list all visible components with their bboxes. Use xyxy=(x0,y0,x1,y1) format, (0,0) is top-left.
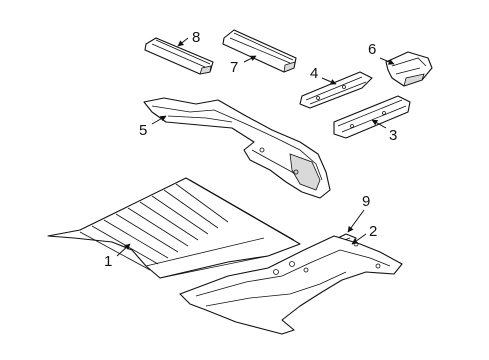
callout-8: 8 xyxy=(192,29,200,46)
part-8-rail xyxy=(144,37,214,75)
leader-4 xyxy=(321,77,337,85)
part-5-side-rail xyxy=(143,97,331,199)
leader-1 xyxy=(116,243,131,257)
part-1-floor-pan xyxy=(47,177,301,279)
part-6-bracket xyxy=(385,51,433,87)
callout-5: 5 xyxy=(139,122,147,139)
callout-7: 7 xyxy=(230,59,238,76)
leader-7 xyxy=(243,55,257,63)
leader-3 xyxy=(371,119,387,129)
leader-8 xyxy=(177,37,189,47)
leader-2 xyxy=(351,233,367,245)
leader-5 xyxy=(151,115,167,125)
part-3-crossmember xyxy=(333,95,411,139)
part-4-crossmember xyxy=(299,71,373,109)
callout-4: 4 xyxy=(310,65,318,82)
leader-9 xyxy=(347,209,365,233)
callout-9: 9 xyxy=(362,193,370,210)
leader-lines xyxy=(116,37,395,257)
callout-labels: 1 2 3 4 5 6 7 8 9 xyxy=(104,29,397,270)
callout-2: 2 xyxy=(369,223,377,240)
part-7-rail xyxy=(222,29,297,73)
callout-6: 6 xyxy=(368,41,376,58)
callout-1: 1 xyxy=(104,253,112,270)
callout-3: 3 xyxy=(389,127,397,144)
part-2-floor-pan xyxy=(179,235,403,335)
leader-6 xyxy=(379,57,395,65)
